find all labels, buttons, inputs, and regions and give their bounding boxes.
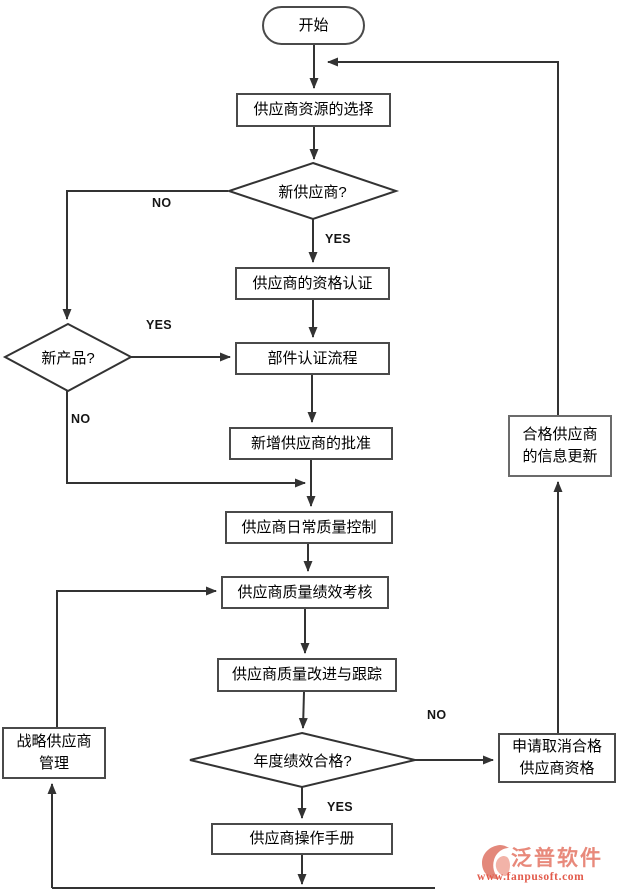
node-start-label: 开始 bbox=[298, 16, 329, 34]
node-operation-manual-label: 供应商操作手册 bbox=[249, 830, 355, 848]
diamond-new-supplier bbox=[225, 161, 400, 221]
node-update-info-line2: 的信息更新 bbox=[522, 448, 598, 465]
node-new-supplier-approval-label: 新增供应商的批准 bbox=[250, 434, 371, 452]
edge-label-new-product-no: NO bbox=[71, 412, 91, 426]
node-daily-quality-control-label: 供应商日常质量控制 bbox=[241, 518, 377, 536]
node-operation-manual: 供应商操作手册 bbox=[211, 823, 393, 855]
edge-label-annual-no: NO bbox=[427, 708, 447, 722]
node-strategic-management: 战略供应商 管理 bbox=[2, 727, 106, 779]
node-qualification-cert: 供应商的资格认证 bbox=[235, 267, 390, 300]
fanpu-logo-icon bbox=[482, 845, 510, 880]
node-daily-quality-control: 供应商日常质量控制 bbox=[225, 511, 393, 544]
edge-label-new-product-yes: YES bbox=[146, 318, 172, 332]
diamond-annual-performance bbox=[189, 731, 416, 789]
fanpu-watermark: 泛普软件 www.fanpusoft.com bbox=[476, 840, 618, 892]
node-cancel-qualification: 申请取消合格 供应商资格 bbox=[498, 733, 616, 783]
node-qualification-cert-label: 供应商的资格认证 bbox=[252, 274, 373, 292]
edge-label-new-supplier-no: NO bbox=[152, 196, 172, 210]
node-update-info-line1: 合格供应商 bbox=[522, 426, 598, 444]
diamond-new-product bbox=[2, 322, 134, 393]
node-part-cert-process-label: 部件认证流程 bbox=[267, 349, 358, 367]
node-resource-select-label: 供应商资源的选择 bbox=[253, 101, 374, 119]
node-strategic-management-line1: 战略供应商 bbox=[16, 733, 92, 751]
node-new-supplier-approval: 新增供应商的批准 bbox=[229, 427, 393, 460]
edge-label-annual-yes: YES bbox=[327, 800, 353, 814]
node-strategic-management-line2: 管理 bbox=[38, 755, 69, 772]
node-part-cert-process: 部件认证流程 bbox=[235, 342, 390, 375]
edge-label-new-supplier-yes: YES bbox=[325, 232, 351, 246]
fanpu-brand-text: 泛普软件 bbox=[511, 847, 603, 870]
node-performance-review: 供应商质量绩效考核 bbox=[221, 576, 389, 609]
node-performance-review-label: 供应商质量绩效考核 bbox=[237, 583, 373, 601]
node-start: 开始 bbox=[262, 6, 365, 45]
fanpu-url-text: www.fanpusoft.com bbox=[477, 871, 585, 883]
node-quality-improvement-label: 供应商质量改进与跟踪 bbox=[231, 666, 382, 684]
node-update-info: 合格供应商 的信息更新 bbox=[508, 415, 612, 477]
node-cancel-qualification-line1: 申请取消合格 bbox=[511, 738, 602, 756]
node-cancel-qualification-line2: 供应商资格 bbox=[519, 760, 595, 777]
node-resource-select: 供应商资源的选择 bbox=[236, 93, 391, 127]
node-quality-improvement: 供应商质量改进与跟踪 bbox=[217, 658, 397, 692]
